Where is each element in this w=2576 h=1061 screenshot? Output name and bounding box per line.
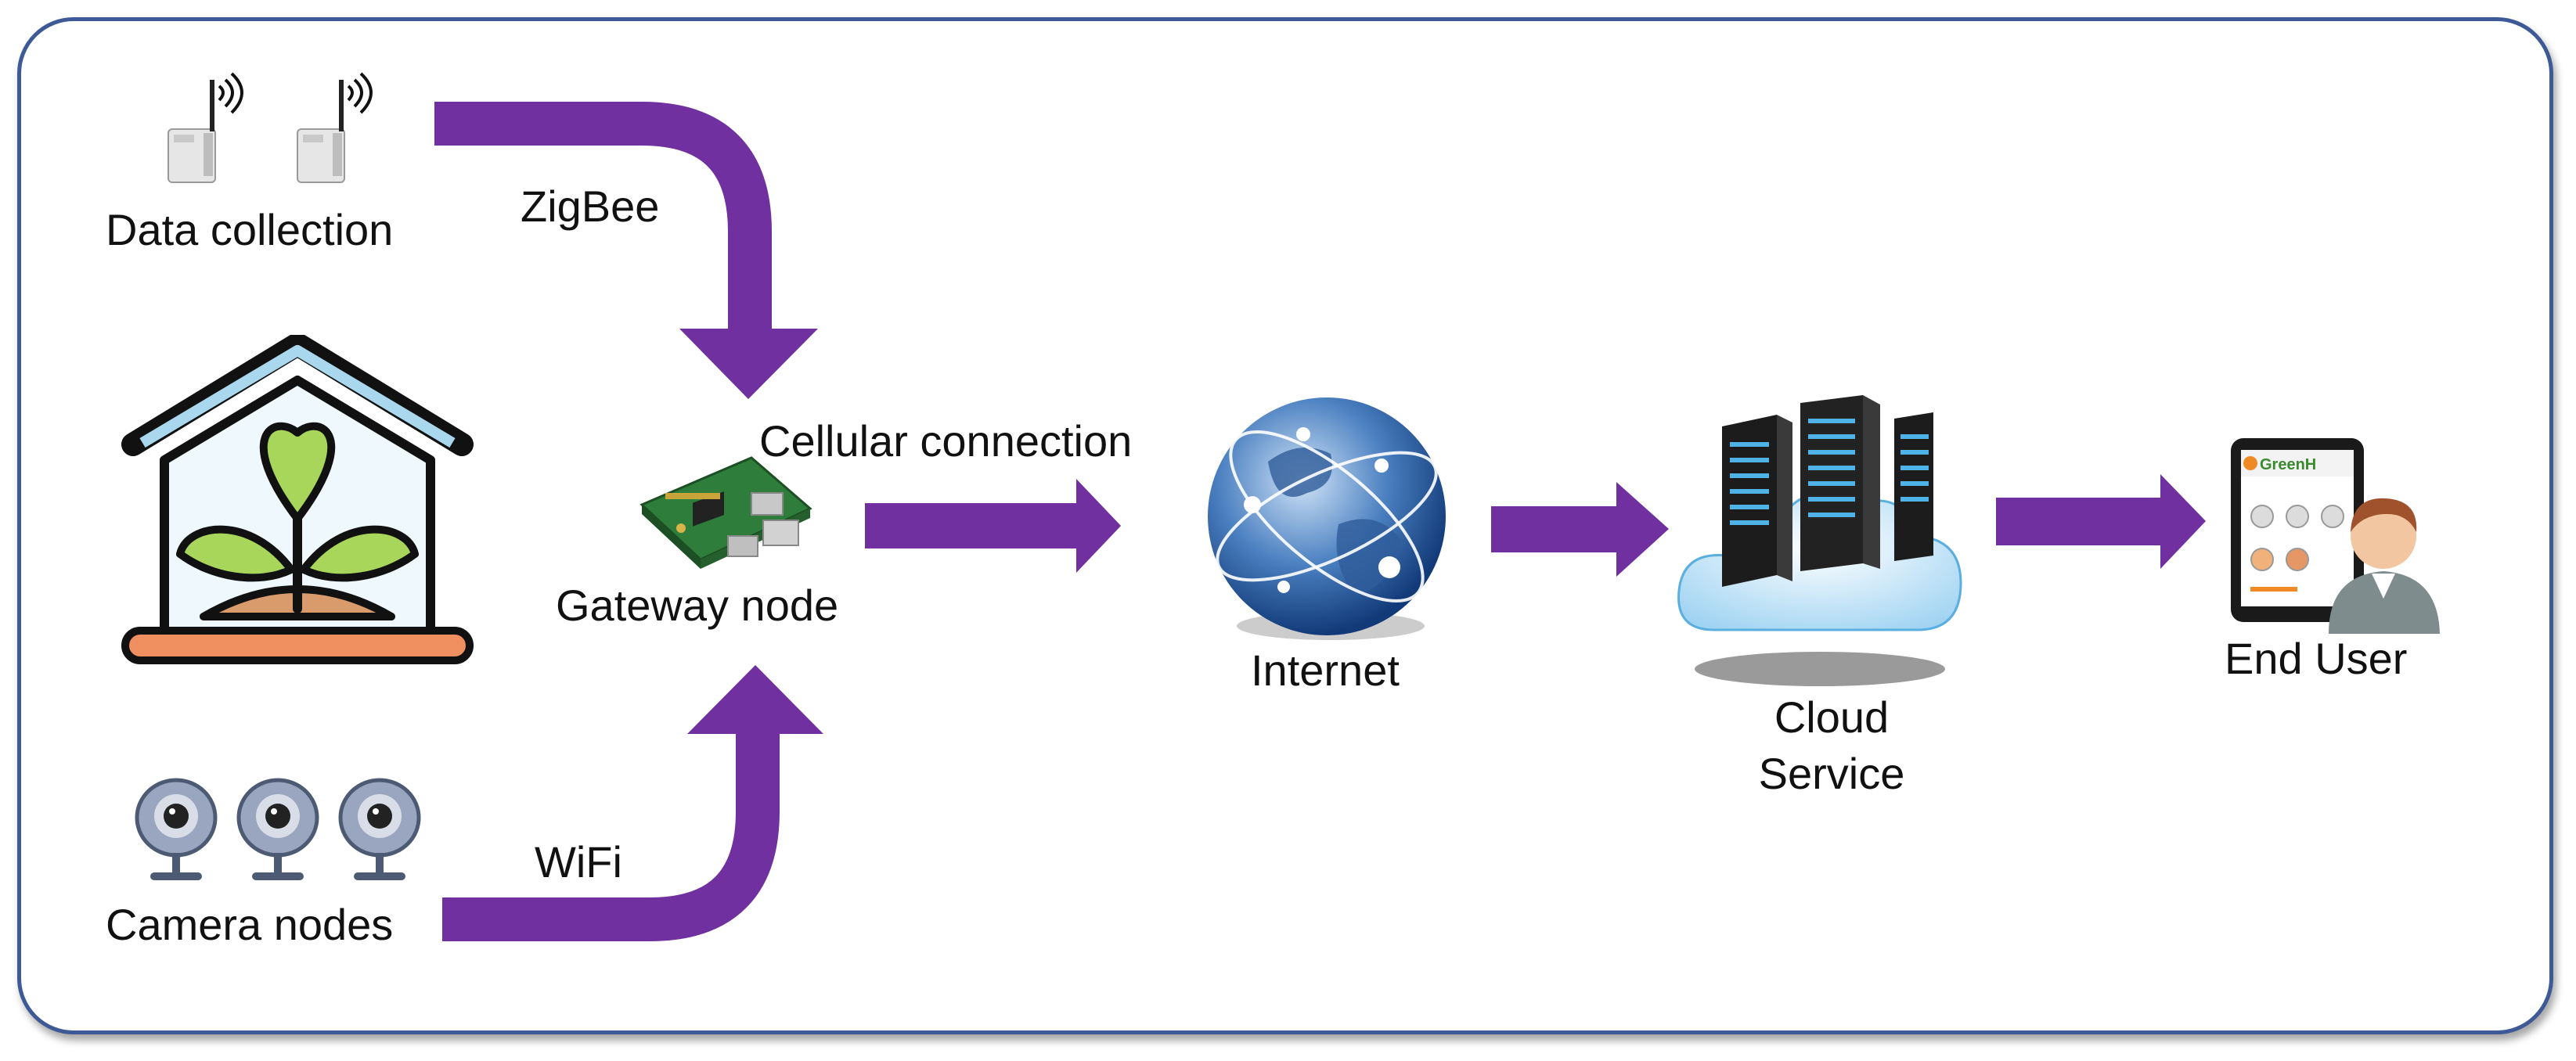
wifi-arrow xyxy=(442,724,780,941)
internet-label: Internet xyxy=(1251,646,1400,695)
cellular-connection-label: Cellular connection xyxy=(759,416,1133,466)
cloud-label-line2: Service xyxy=(1758,749,1905,799)
gateway-node-label: Gateway node xyxy=(556,581,839,630)
tablet-screen-text: GreenH xyxy=(2260,456,2316,473)
cloud-to-user-arrow xyxy=(1996,474,2206,569)
zigbee-arrow xyxy=(434,102,772,333)
cloud-label-line1: Cloud xyxy=(1774,692,1890,742)
end-user-label: End User xyxy=(2225,634,2408,683)
webcam-icon xyxy=(135,778,421,880)
wifi-label: WiFi xyxy=(535,837,622,887)
wifi-arrowhead xyxy=(687,665,823,734)
zigbee-label: ZigBee xyxy=(521,182,660,231)
camera-nodes-label: Camera nodes xyxy=(106,900,394,949)
greenhouse-plant-icon xyxy=(121,335,474,664)
cloud-service-label: Cloud Service xyxy=(1722,692,1941,800)
tablet-user-icon: GreenH xyxy=(2231,438,2440,634)
globe-network-icon xyxy=(1208,397,1446,640)
raspberry-pi-board-icon xyxy=(639,456,812,569)
internet-to-cloud-arrow xyxy=(1491,482,1669,577)
wireless-sensor-icon xyxy=(168,72,373,183)
zigbee-arrowhead xyxy=(679,329,818,399)
cellular-arrow xyxy=(865,479,1121,573)
cloud-server-icon xyxy=(1677,395,1962,686)
data-collection-label: Data collection xyxy=(106,205,394,254)
